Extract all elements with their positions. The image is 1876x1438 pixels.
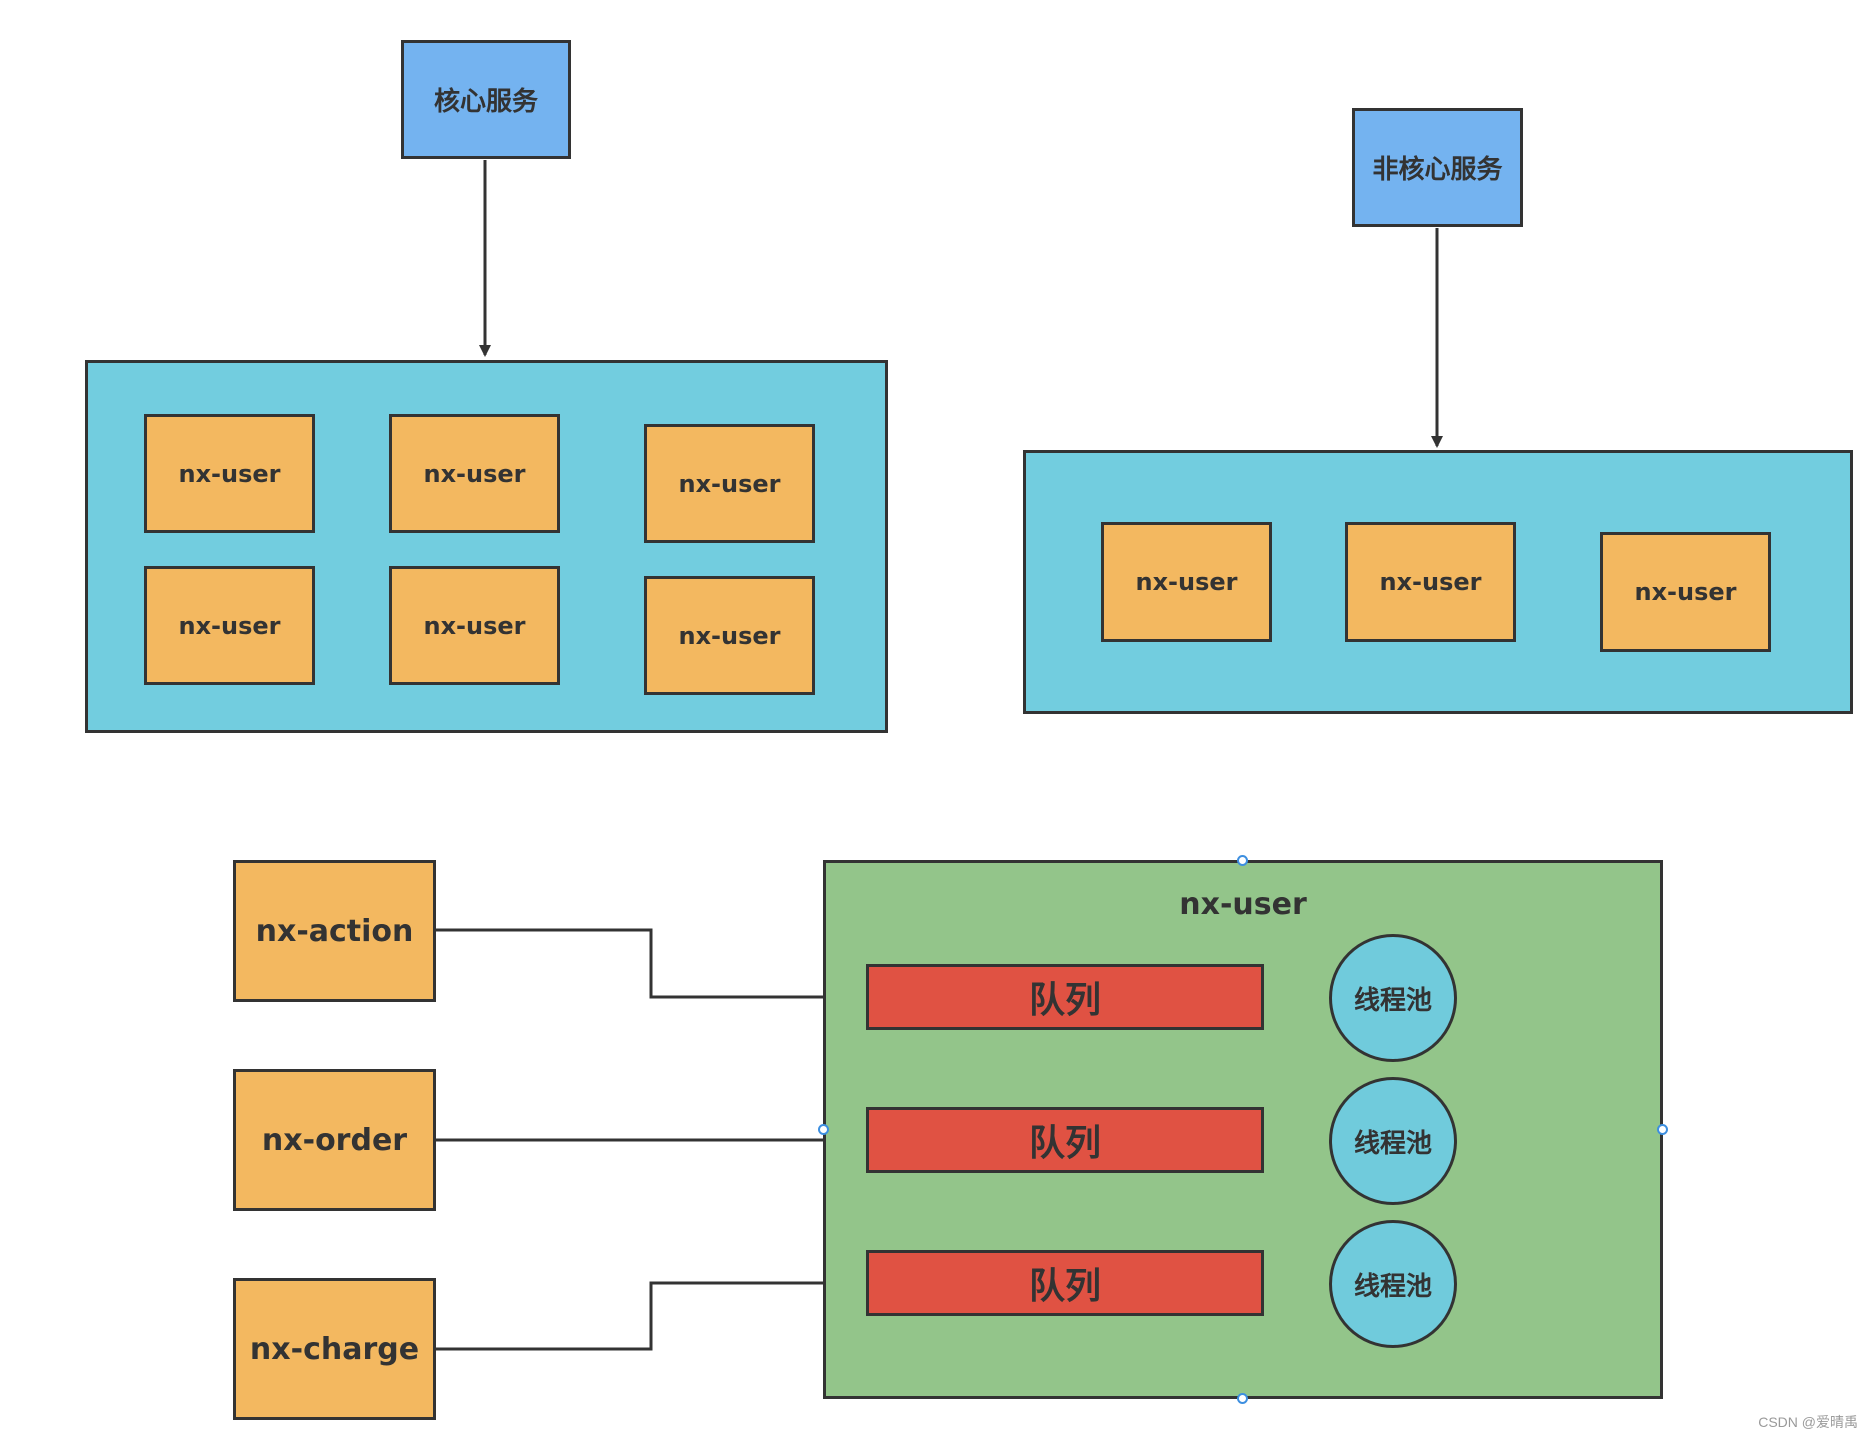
instance-label: nx-user xyxy=(423,459,526,488)
noncore-service-label: 非核心服务 xyxy=(1372,155,1503,185)
source-label: nx-charge xyxy=(249,1331,420,1367)
watermark: CSDN @爱晴禹 xyxy=(1758,1414,1858,1430)
noncore-instance-2[interactable]: nx-user xyxy=(1345,522,1516,642)
instance-label: nx-user xyxy=(1379,568,1482,596)
instance-label: nx-user xyxy=(178,611,281,640)
resize-handle-top[interactable] xyxy=(1237,855,1248,866)
core-instance-6[interactable]: nx-user xyxy=(644,576,815,695)
resize-handle-right[interactable] xyxy=(1657,1124,1668,1135)
core-instance-4[interactable]: nx-user xyxy=(144,566,315,685)
instance-label: nx-user xyxy=(423,611,526,640)
instance-label: nx-user xyxy=(678,621,781,650)
core-instance-1[interactable]: nx-user xyxy=(144,414,315,533)
action-to-queue-arrow xyxy=(435,928,867,1003)
instance-label: nx-user xyxy=(1135,568,1238,596)
container-title: nx-user xyxy=(1179,887,1307,922)
thread-pool-2[interactable]: 线程池 xyxy=(1329,1077,1457,1205)
noncore-instance-1[interactable]: nx-user xyxy=(1101,522,1272,642)
charge-to-queue-arrow xyxy=(435,1277,867,1351)
core-instance-2[interactable]: nx-user xyxy=(389,414,560,533)
queue-1[interactable]: 队列 xyxy=(866,964,1264,1030)
instance-label: nx-user xyxy=(1634,578,1737,606)
instance-label: nx-user xyxy=(178,459,281,488)
resize-handle-bottom[interactable] xyxy=(1237,1393,1248,1404)
source-nx-action[interactable]: nx-action xyxy=(233,860,436,1002)
resize-handle-left[interactable] xyxy=(818,1124,829,1135)
pool-label: 线程池 xyxy=(1353,985,1432,1016)
core-instance-3[interactable]: nx-user xyxy=(644,424,815,543)
source-nx-order[interactable]: nx-order xyxy=(233,1069,436,1211)
thread-pool-3[interactable]: 线程池 xyxy=(1329,1220,1457,1348)
thread-pool-1[interactable]: 线程池 xyxy=(1329,934,1457,1062)
core-service-label: 核心服务 xyxy=(433,87,538,117)
source-nx-charge[interactable]: nx-charge xyxy=(233,1278,436,1420)
core-instance-5[interactable]: nx-user xyxy=(389,566,560,685)
source-label: nx-action xyxy=(255,913,414,949)
queue-label: 队列 xyxy=(1028,1123,1101,1164)
source-label: nx-order xyxy=(261,1122,408,1158)
queue-label: 队列 xyxy=(1028,1266,1101,1307)
pool-label: 线程池 xyxy=(1353,1271,1432,1302)
noncore-instance-3[interactable]: nx-user xyxy=(1600,532,1771,652)
noncore-service-node[interactable]: 非核心服务 xyxy=(1352,108,1523,227)
instance-label: nx-user xyxy=(678,469,781,498)
queue-3[interactable]: 队列 xyxy=(866,1250,1264,1316)
queue-label: 队列 xyxy=(1028,980,1101,1021)
queue-2[interactable]: 队列 xyxy=(866,1107,1264,1173)
core-service-node[interactable]: 核心服务 xyxy=(401,40,571,159)
pool-label: 线程池 xyxy=(1353,1128,1432,1159)
